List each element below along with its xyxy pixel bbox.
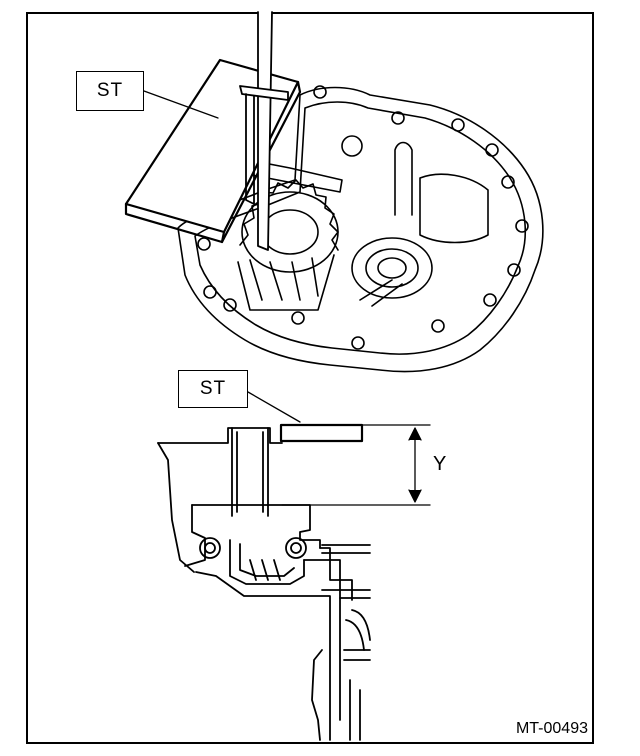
special-tool-plate-top [124, 58, 302, 244]
leader-line-bottom [247, 391, 301, 423]
special-tool-label-bottom: ST [178, 370, 248, 408]
leader-line-top [143, 90, 219, 119]
dimension-lines [281, 424, 431, 506]
special-tool-block-bottom [279, 423, 364, 443]
transmission-case [177, 85, 544, 373]
cross-section [157, 427, 371, 741]
figure-frame [26, 12, 594, 744]
depth-gauge-rod [239, 11, 289, 251]
special-tool-label-top: ST [76, 71, 144, 111]
dimension-y-label: Y [433, 453, 447, 475]
figure-id: MT-00493 [515, 720, 588, 737]
